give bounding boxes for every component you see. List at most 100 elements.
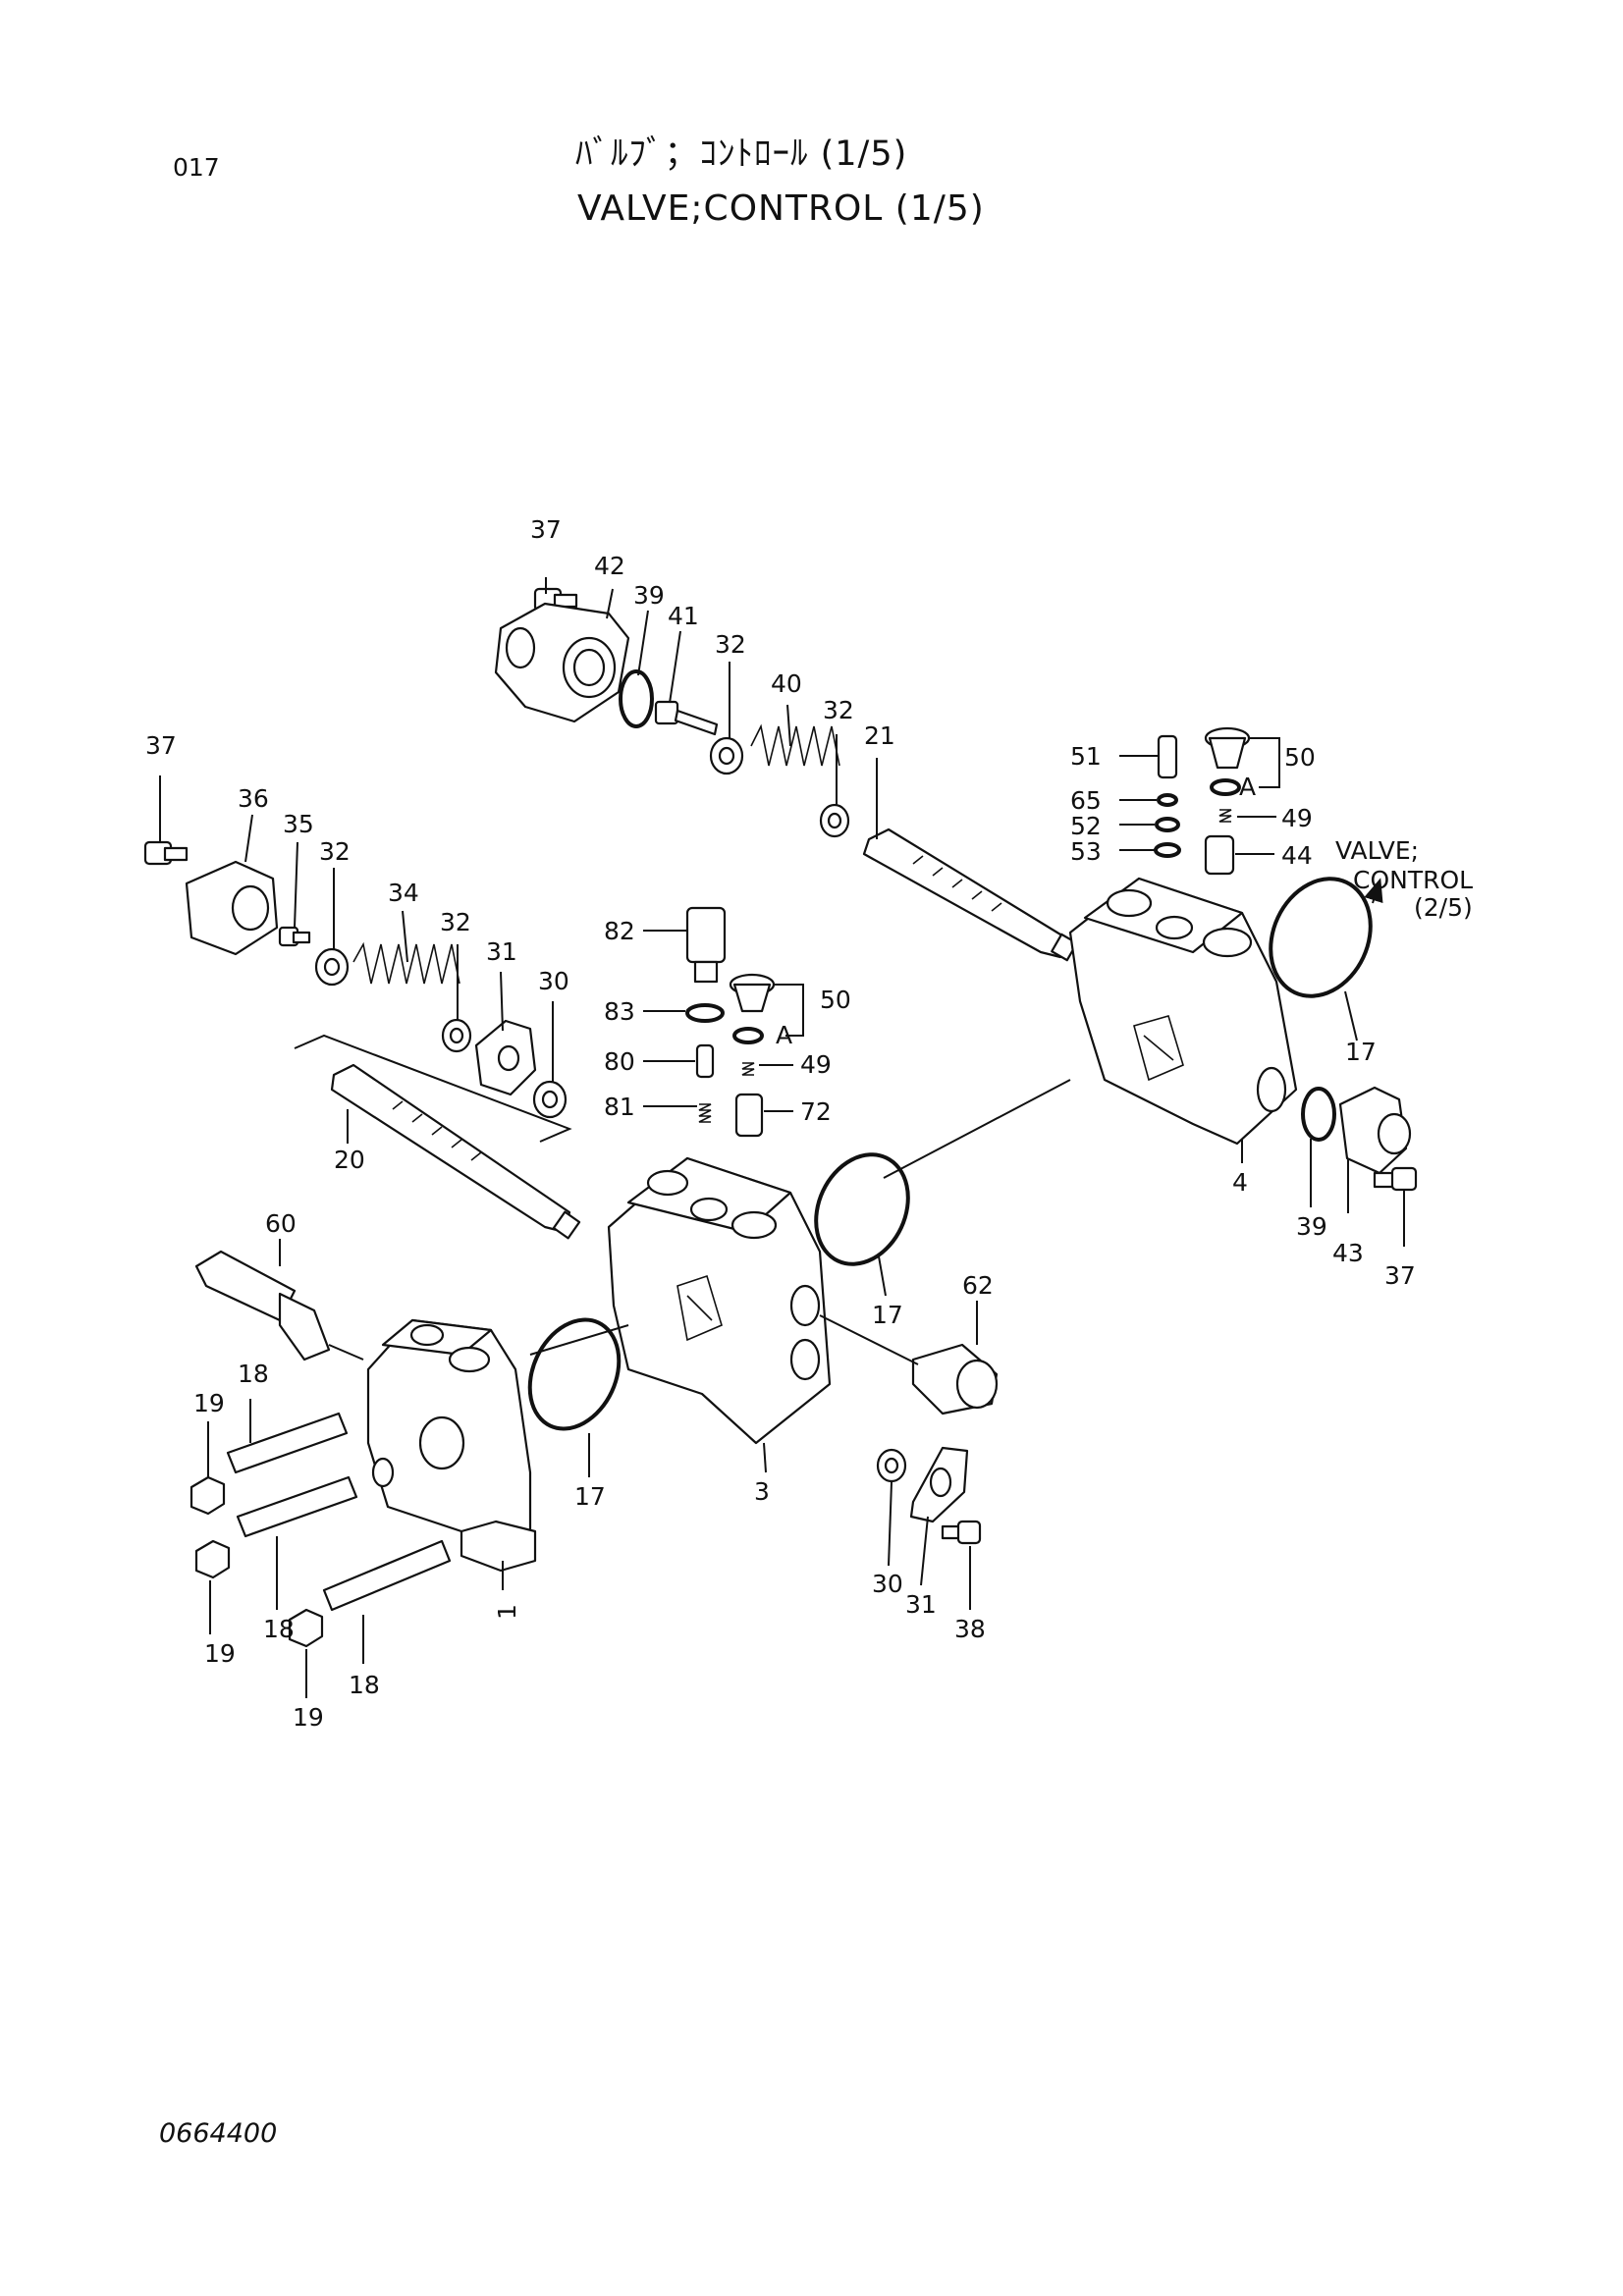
bolt-37-right bbox=[1373, 1166, 1418, 1192]
valve-section-4 bbox=[1068, 877, 1298, 1146]
callout-19-a: 19 bbox=[193, 1389, 225, 1417]
bolt-38 bbox=[941, 1520, 982, 1545]
spring-49-center bbox=[741, 1062, 755, 1076]
callout-60: 60 bbox=[265, 1209, 297, 1238]
ring-53 bbox=[1154, 842, 1181, 858]
ref-A-right: A bbox=[1239, 773, 1256, 801]
callout-82: 82 bbox=[604, 917, 635, 945]
callout-41: 41 bbox=[668, 602, 699, 630]
callout-17-left: 17 bbox=[574, 1482, 606, 1511]
page-number: 017 bbox=[173, 153, 220, 182]
callout-37-top: 37 bbox=[530, 515, 562, 544]
callout-43: 43 bbox=[1332, 1239, 1364, 1267]
callout-52: 52 bbox=[1070, 812, 1102, 840]
callout-30-bottom: 30 bbox=[872, 1570, 903, 1598]
callout-40: 40 bbox=[771, 669, 802, 698]
bolt-37-left bbox=[143, 840, 189, 866]
housing-42 bbox=[494, 602, 630, 723]
callout-18-c: 18 bbox=[349, 1671, 380, 1699]
oring-39-top bbox=[619, 669, 654, 728]
top-spool-assembly bbox=[494, 587, 1078, 962]
title-english: VALVE;CONTROL (1/5) bbox=[577, 188, 985, 229]
valve-51 bbox=[1157, 734, 1178, 779]
callout-21: 21 bbox=[864, 721, 895, 750]
callout-53: 53 bbox=[1070, 837, 1102, 866]
cross-ref-line1: VALVE; bbox=[1335, 836, 1419, 865]
spring-34 bbox=[352, 941, 460, 985]
callout-labels: 37 42 39 41 32 40 32 21 37 36 35 32 34 3… bbox=[145, 515, 1473, 1732]
callout-65: 65 bbox=[1070, 786, 1102, 815]
callout-32-top-b: 32 bbox=[823, 696, 854, 724]
spring-40 bbox=[750, 723, 840, 767]
callout-50-center: 50 bbox=[820, 986, 851, 1014]
oring-17-left bbox=[527, 1317, 622, 1431]
center-relief-stack bbox=[685, 906, 776, 1138]
spool-21 bbox=[862, 828, 1078, 962]
callout-81: 81 bbox=[604, 1093, 635, 1121]
stud-bolts-18 bbox=[226, 1412, 452, 1612]
oring-17-center bbox=[814, 1152, 910, 1266]
right-relief-stack bbox=[1154, 726, 1251, 876]
callout-80: 80 bbox=[604, 1047, 635, 1076]
callout-51: 51 bbox=[1070, 742, 1102, 771]
title-japanese: ﾊﾞﾙﾌﾞ；ｺﾝﾄﾛｰﾙ (1/5) bbox=[575, 134, 908, 174]
plate-31-bottom bbox=[909, 1446, 969, 1523]
cap-36 bbox=[185, 860, 279, 956]
callout-42: 42 bbox=[594, 552, 625, 580]
sensor-60 bbox=[194, 1250, 364, 1362]
stem-35 bbox=[278, 926, 311, 947]
ref-A-center: A bbox=[776, 1021, 792, 1049]
spool-20 bbox=[294, 1034, 581, 1240]
ring-52 bbox=[1155, 817, 1180, 832]
callout-35: 35 bbox=[283, 810, 314, 838]
callout-32-left-a: 32 bbox=[319, 837, 351, 866]
cross-ref-line3: (2/5) bbox=[1414, 893, 1473, 922]
callout-30-left: 30 bbox=[538, 967, 569, 995]
callout-17-center: 17 bbox=[872, 1301, 903, 1329]
callout-37-right: 37 bbox=[1384, 1261, 1416, 1290]
oring-A-right bbox=[1210, 778, 1241, 796]
callout-49-center: 49 bbox=[800, 1050, 832, 1079]
relief-valve-62 bbox=[819, 1314, 999, 1415]
oring-17-right bbox=[1269, 877, 1373, 998]
assembly-line-3-4 bbox=[883, 1079, 1071, 1179]
callout-36: 36 bbox=[238, 784, 269, 813]
callout-37-left: 37 bbox=[145, 731, 177, 760]
callout-18-b: 18 bbox=[263, 1615, 295, 1643]
left-spool-assembly bbox=[143, 840, 581, 1240]
spring-81 bbox=[698, 1103, 712, 1123]
callout-31-left: 31 bbox=[486, 937, 517, 966]
callout-39-top: 39 bbox=[633, 581, 665, 610]
document-code: 0664400 bbox=[159, 2118, 278, 2149]
callout-44: 44 bbox=[1281, 841, 1313, 870]
leader-lines bbox=[159, 577, 1405, 1698]
callout-34: 34 bbox=[388, 879, 419, 907]
spring-49-right bbox=[1218, 809, 1232, 823]
ring-65 bbox=[1157, 793, 1178, 807]
valve-section-3 bbox=[607, 1156, 832, 1445]
stem-41 bbox=[654, 700, 719, 736]
callout-4: 4 bbox=[1232, 1168, 1248, 1197]
oring-39-right bbox=[1301, 1087, 1336, 1142]
inlet-section-1 bbox=[366, 1318, 537, 1573]
callout-50-right: 50 bbox=[1284, 743, 1316, 772]
poppet-80 bbox=[695, 1043, 715, 1079]
callout-20: 20 bbox=[334, 1146, 365, 1174]
callout-39-right: 39 bbox=[1296, 1212, 1327, 1241]
plate-31-left bbox=[474, 1019, 537, 1096]
callout-31-bottom: 31 bbox=[905, 1590, 937, 1619]
callout-32-top-a: 32 bbox=[715, 630, 746, 659]
oring-83 bbox=[685, 1003, 725, 1023]
piston-44 bbox=[1204, 834, 1235, 876]
callout-19-c: 19 bbox=[293, 1703, 324, 1732]
assembly-line-1-3 bbox=[529, 1324, 629, 1356]
piston-72 bbox=[734, 1093, 764, 1138]
callout-49-right: 49 bbox=[1281, 804, 1313, 832]
callout-38: 38 bbox=[954, 1615, 986, 1643]
callout-72: 72 bbox=[800, 1097, 832, 1126]
plug-82 bbox=[685, 906, 727, 964]
cross-ref-line2: CONTROL bbox=[1353, 866, 1473, 894]
callout-1: 1 bbox=[493, 1604, 521, 1620]
callout-18-a: 18 bbox=[238, 1360, 269, 1388]
